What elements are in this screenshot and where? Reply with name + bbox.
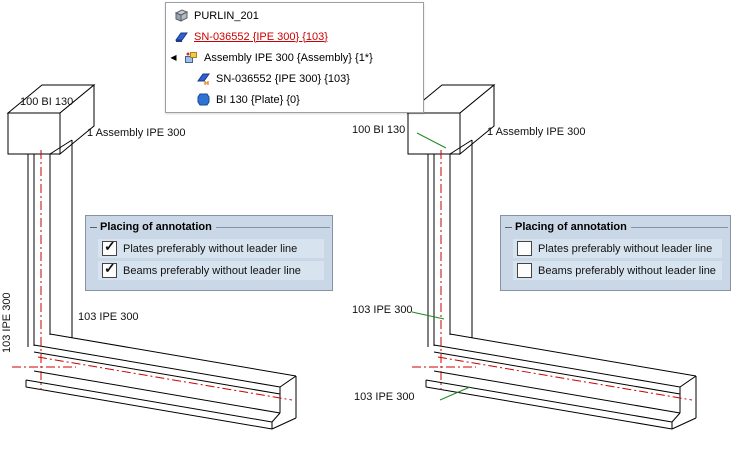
right-plate-mark: 100 BI 130 [352, 124, 406, 136]
plate-icon [196, 92, 211, 107]
placing-of-annotation-panel-right: Placing of annotation Plates preferably … [500, 215, 731, 291]
leader-line-column [411, 311, 445, 320]
checkbox-label: Plates preferably without leader line [538, 242, 713, 255]
purlin-icon [174, 8, 189, 23]
plates-leader-checkbox[interactable] [102, 238, 117, 256]
panel-title: Placing of annotation [100, 221, 212, 233]
checkbox-label: Beams preferably without leader line [538, 264, 716, 277]
collapse-arrow-icon[interactable]: ◀ [170, 53, 177, 62]
checkbox-label: Beams preferably without leader line [123, 264, 301, 277]
assembly-icon [184, 50, 199, 65]
tree-item-part-selected[interactable]: SN-036552 {IPE 300} {103} [166, 26, 423, 47]
left-beam-mark: 103 IPE 300 [78, 311, 139, 323]
panel-title: Placing of annotation [515, 221, 627, 233]
right-beam-mark: 103 IPE 300 [354, 391, 415, 403]
right-column-mark: 103 IPE 300 [352, 304, 413, 316]
beam-icon [174, 29, 189, 44]
tree-item-label[interactable]: SN-036552 {IPE 300} {103} [194, 30, 328, 43]
leader-line-beam [439, 386, 471, 401]
tree-item-purlin[interactable]: PURLIN_201 [166, 5, 423, 26]
left-assembly-mark: 1 Assembly IPE 300 [87, 127, 186, 139]
plates-leader-option-row[interactable]: Plates preferably without leader line [513, 239, 722, 258]
tree-item-label: Assembly IPE 300 {Assembly} {1*} [204, 51, 373, 64]
tree-item-main-part[interactable]: SN-036552 {IPE 300} {103} [166, 68, 423, 89]
left-column-mark: 103 IPE 300 [1, 292, 13, 353]
plates-leader-checkbox[interactable] [517, 241, 532, 256]
tree-item-label: BI 130 {Plate} {0} [216, 93, 300, 106]
beams-leader-checkbox[interactable] [517, 263, 532, 278]
checkbox-label: Plates preferably without leader line [123, 242, 298, 255]
beam-main-part-icon [196, 71, 211, 86]
tree-item-assembly[interactable]: ◀ Assembly IPE 300 {Assembly} {1*} [166, 47, 423, 68]
tree-item-plate[interactable]: BI 130 {Plate} {0} [166, 89, 423, 110]
leader-line-plate [416, 132, 447, 149]
plates-leader-option-row[interactable]: Plates preferably without leader line [98, 238, 324, 258]
beams-leader-option-row[interactable]: Beams preferably without leader line [513, 261, 722, 280]
placing-of-annotation-panel-left: Placing of annotation Plates preferably … [85, 215, 333, 291]
tree-item-label: SN-036552 {IPE 300} {103} [216, 72, 350, 85]
right-leader-lines [411, 132, 471, 401]
beams-leader-checkbox[interactable] [102, 260, 117, 278]
tree-item-label: PURLIN_201 [194, 9, 259, 22]
left-plate-mark: 100 BI 130 [20, 96, 74, 108]
beams-leader-option-row[interactable]: Beams preferably without leader line [98, 260, 324, 280]
object-browser-panel: PURLIN_201 SN-036552 {IPE 300} {103} ◀ A… [165, 2, 424, 113]
right-assembly-mark: 1 Assembly IPE 300 [487, 126, 586, 138]
